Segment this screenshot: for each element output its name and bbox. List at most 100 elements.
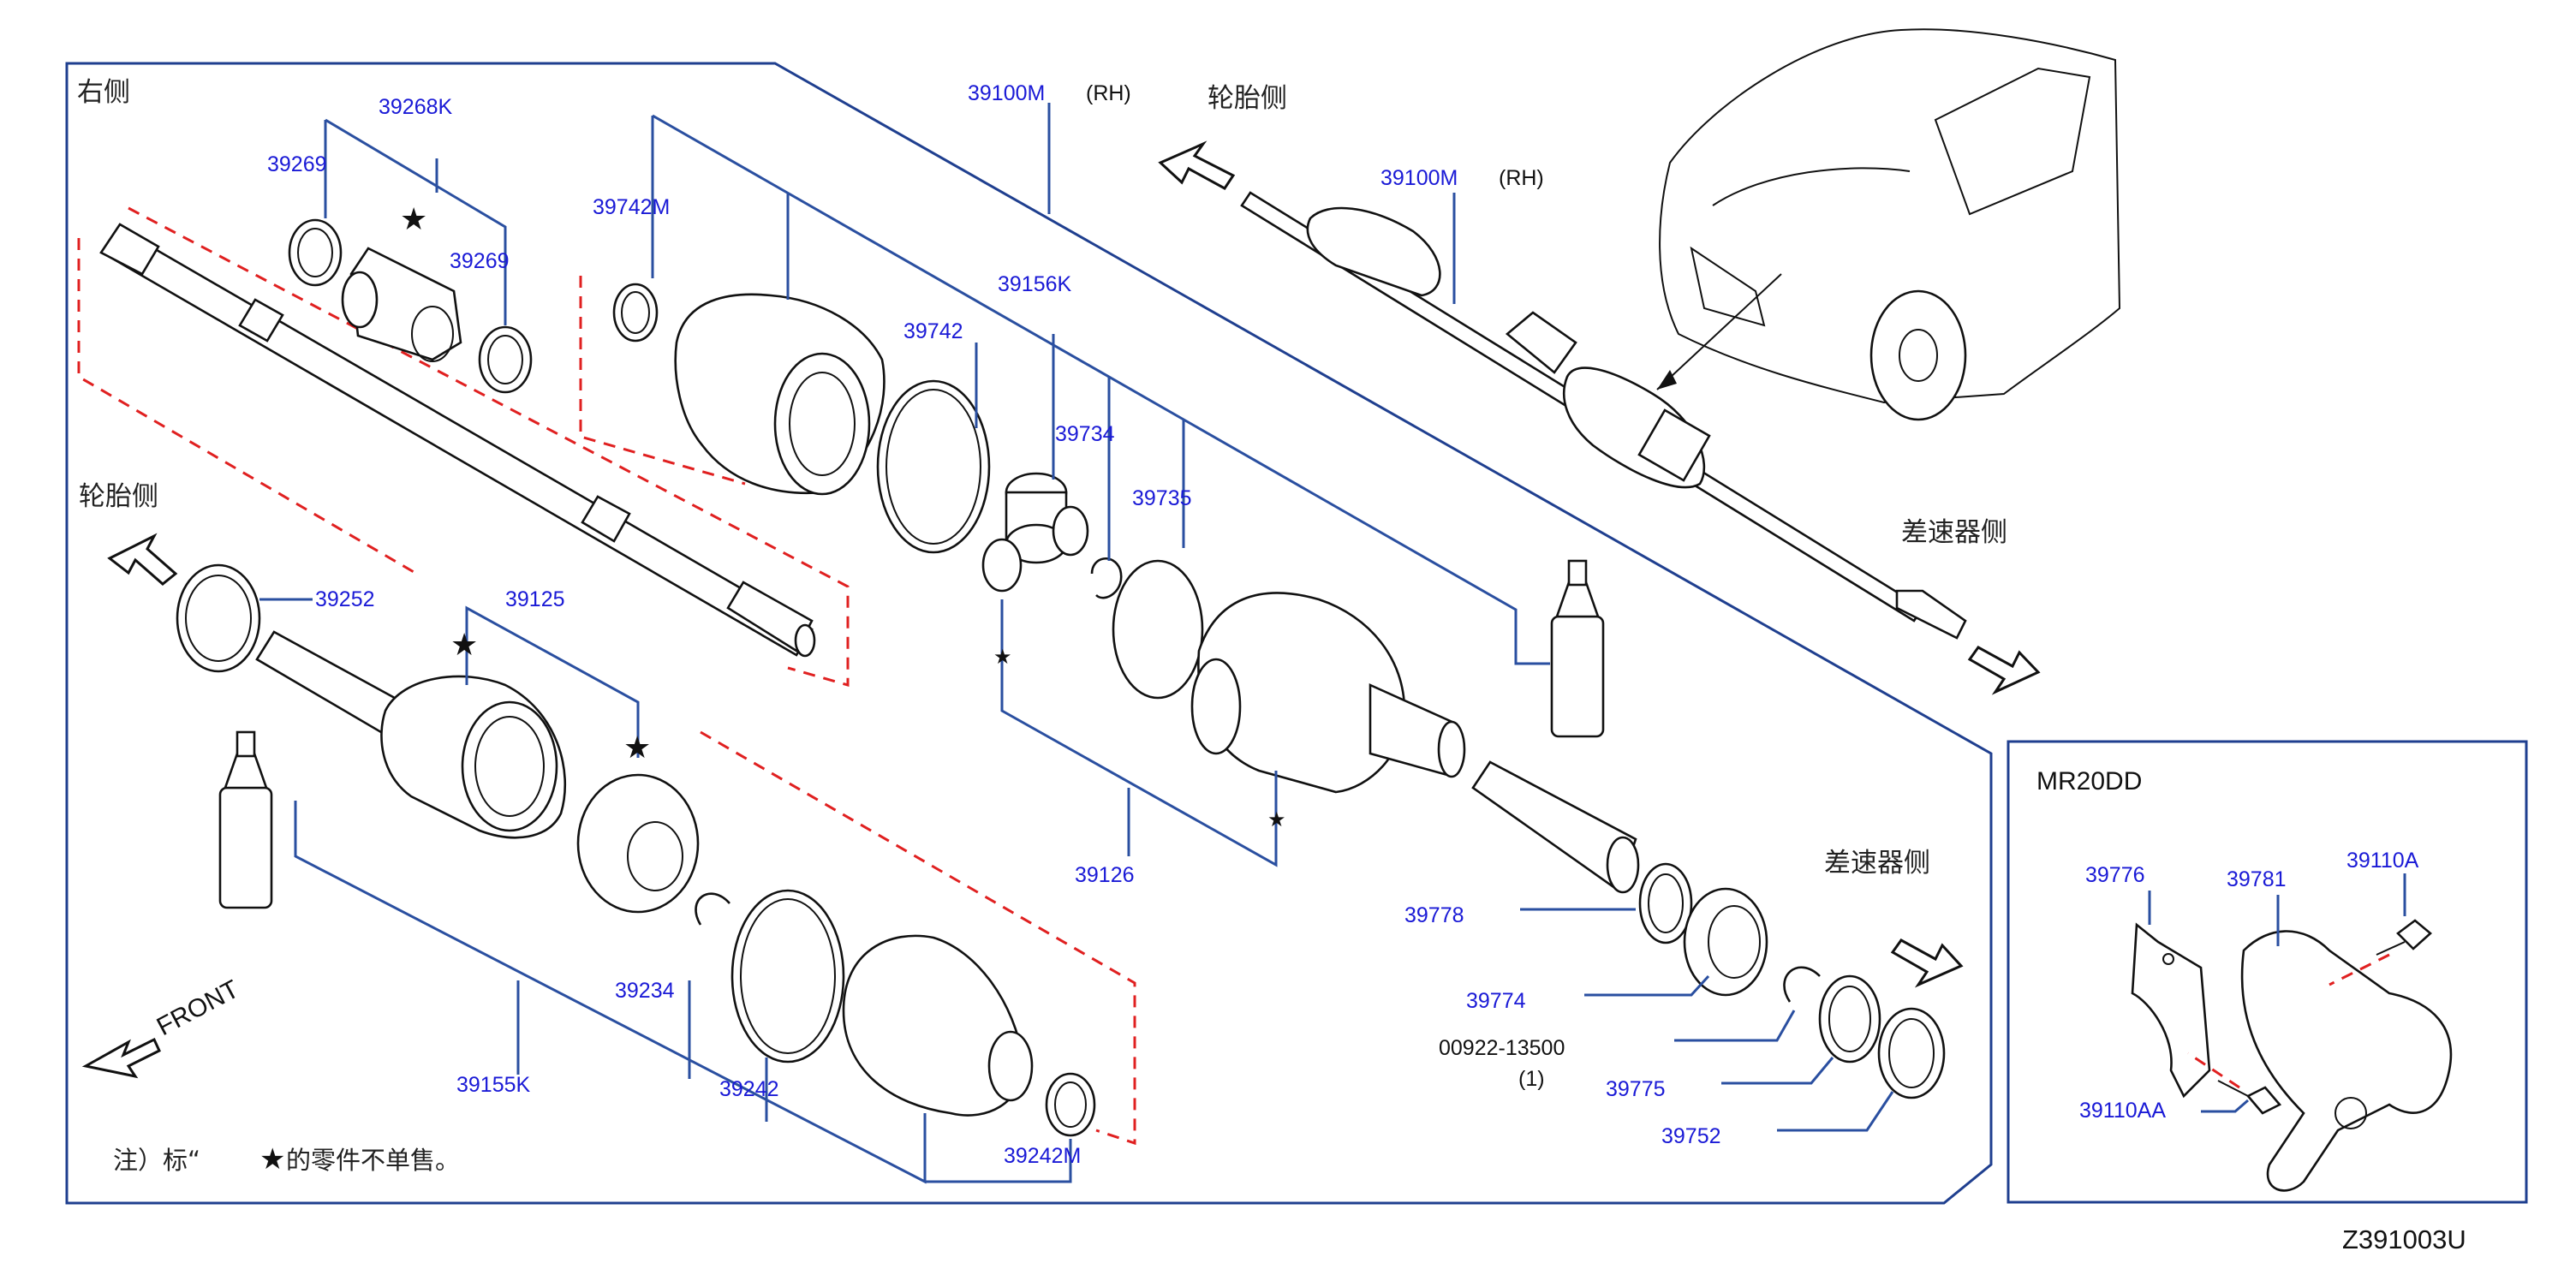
band-39742	[876, 379, 991, 554]
tire-side-label-top: 轮胎侧	[1208, 83, 1287, 114]
diff-side-label-mid: 差速器侧	[1824, 848, 1930, 879]
label-00922-qty: (1)	[1518, 1067, 1545, 1091]
label-39242m: 39242M	[1004, 1144, 1081, 1168]
dust-seal-39252	[176, 563, 261, 673]
label-39242: 39242	[719, 1077, 779, 1101]
diff-side-label-top: 差速器侧	[1901, 517, 2007, 548]
label-39775: 39775	[1606, 1077, 1666, 1101]
front-arrow	[81, 1037, 161, 1079]
label-rh-a: (RH)	[1086, 81, 1131, 105]
label-39735: 39735	[1132, 486, 1192, 510]
diagram-code: Z391003U	[2342, 1224, 2466, 1254]
boot-39742m	[674, 293, 886, 496]
o-ring-39735	[1112, 559, 1204, 700]
seal-39752	[1877, 1007, 1946, 1099]
star-39126-left: ★	[993, 646, 1012, 669]
star-39126-right: ★	[1267, 808, 1286, 831]
label-39234: 39234	[615, 979, 675, 1003]
group-dash-shaft	[77, 238, 420, 577]
label-39252: 39252	[315, 587, 375, 611]
stub-shaft	[1471, 760, 1640, 894]
complete-shaft-39100m	[1240, 191, 1967, 640]
leader-39110aa	[2201, 1099, 2249, 1113]
small-boot-39268k	[341, 247, 462, 362]
grease-tube-left	[218, 730, 273, 909]
label-39776: 39776	[2085, 863, 2145, 887]
label-39269-a: 39269	[267, 152, 327, 176]
mr20dd-box	[2007, 740, 2528, 1204]
star-39125-left: ★	[450, 627, 478, 662]
label-39100m-b: 39100M	[1380, 166, 1458, 190]
leader-00922	[1674, 1010, 1796, 1042]
tire-side-arrow-top	[1158, 140, 1236, 190]
boot-39155k	[842, 934, 1034, 1117]
group-dash-outer-boot	[579, 276, 746, 486]
front-label: FRONT	[152, 975, 244, 1042]
grease-tube-top	[1550, 559, 1605, 738]
label-39156k: 39156K	[998, 272, 1072, 296]
leader-39126	[1000, 599, 1278, 867]
snap-ring-00922	[1783, 966, 1821, 1003]
leader-39242-b	[925, 1139, 1072, 1183]
dash-39110aa	[2187, 1052, 2240, 1089]
star-39125-right: ★	[623, 730, 651, 765]
snap-ring-39734	[1090, 557, 1123, 599]
leader-39125	[465, 605, 640, 758]
label-39155k: 39155K	[456, 1073, 531, 1097]
clamp-39269-left	[288, 218, 343, 287]
panel-title-right-side: 右侧	[77, 77, 130, 108]
label-rh-b: (RH)	[1499, 166, 1544, 190]
label-39268k: 39268K	[379, 95, 453, 119]
leader-39268k	[325, 118, 507, 308]
label-39742m: 39742M	[593, 195, 670, 219]
diff-side-arrow-mid	[1890, 938, 1964, 988]
label-39100m-a: 39100M	[968, 81, 1045, 105]
label-39110a: 39110A	[2346, 849, 2419, 873]
label-39752: 39752	[1661, 1124, 1721, 1148]
label-39778: 39778	[1404, 903, 1464, 927]
group-dash-bottom	[700, 730, 1136, 1146]
clamp-39269-right	[478, 325, 533, 394]
leader-39752	[1777, 1091, 1894, 1132]
bolt-39110a	[2376, 919, 2432, 956]
vehicle-illustration	[1656, 28, 2121, 421]
note-star: ★	[259, 1143, 285, 1176]
bolt-39110aa	[2217, 1080, 2282, 1115]
label-39126: 39126	[1075, 863, 1135, 887]
ring-39775	[1818, 974, 1881, 1063]
band-39242	[730, 889, 845, 1063]
main-panel-outline	[65, 62, 1993, 1205]
drive-shaft-bar	[99, 223, 816, 658]
outer-joint-39125	[255, 630, 567, 839]
label-39110aa: 39110AA	[2079, 1099, 2166, 1123]
label-39269-b: 39269	[450, 249, 510, 273]
diff-side-arrow-top	[1967, 646, 2041, 695]
tire-side-arrow-left	[107, 533, 178, 586]
dash-39110a	[2329, 953, 2390, 986]
label-00922: 00922-13500	[1439, 1036, 1565, 1060]
star-39268k: ★	[400, 201, 427, 236]
bearing-39774	[1683, 887, 1768, 997]
snap-ring-39234	[695, 892, 730, 926]
bracket-39781	[2240, 930, 2453, 1192]
leader-39774	[1584, 974, 1710, 997]
seal-39778	[1638, 862, 1693, 944]
label-39734: 39734	[1055, 422, 1115, 446]
label-39742: 39742	[903, 319, 963, 343]
tire-side-label-left: 轮胎侧	[79, 481, 158, 512]
leader-39155k	[294, 801, 927, 1184]
clamp-39742m	[612, 283, 659, 343]
label-39774: 39774	[1466, 989, 1526, 1013]
mr20dd-title: MR20DD	[2036, 767, 2142, 795]
label-39781: 39781	[2227, 867, 2287, 891]
note-prefix: 注）标“	[113, 1146, 200, 1175]
label-39125: 39125	[505, 587, 565, 611]
housing-39126	[1190, 592, 1466, 794]
cage-ring	[576, 773, 700, 914]
bracket-39776	[2131, 922, 2211, 1099]
spider-39156k	[981, 472, 1089, 593]
leader-main-top	[652, 114, 1550, 665]
note-suffix: 的零件不单售。	[286, 1146, 460, 1175]
